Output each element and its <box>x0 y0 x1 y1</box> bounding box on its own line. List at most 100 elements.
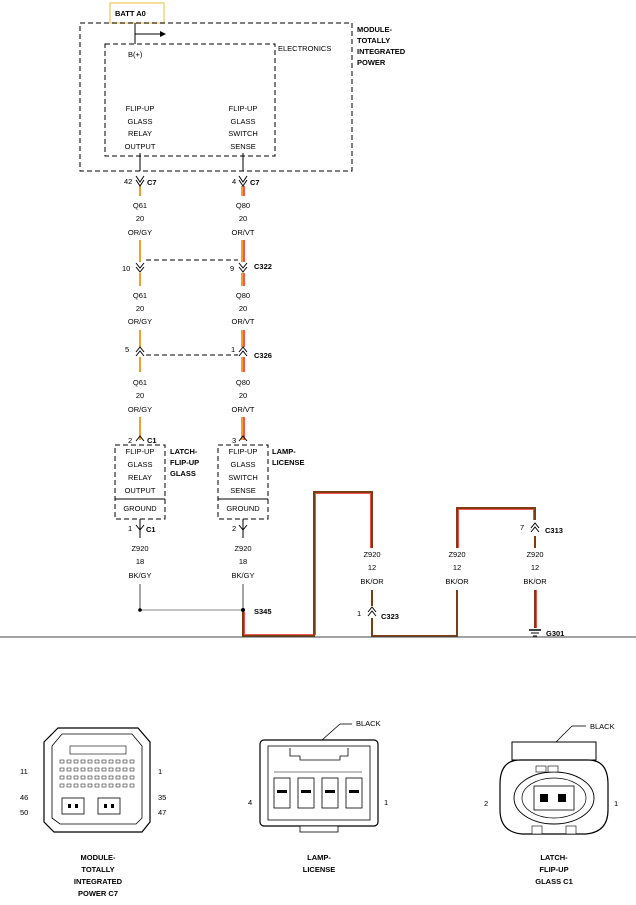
z920-12-b-1: Z920 <box>448 550 465 559</box>
module-label-2: TOTALLY <box>357 36 390 45</box>
c322-right-pin: 9 <box>230 264 234 273</box>
tipm-pin-47: 47 <box>158 808 166 817</box>
tipm-c7-connector-view <box>43 727 151 833</box>
q61-label-3a: Q61 <box>133 378 147 387</box>
latch-conn-pin-1: 1 <box>614 799 618 808</box>
q80-label-3c: OR/VT <box>232 405 255 414</box>
c326-left-connector <box>135 346 145 357</box>
c313-pin: 7 <box>520 523 524 532</box>
tipm-pin-11: 11 <box>20 767 28 776</box>
z920-12-c-3: BK/OR <box>523 577 547 586</box>
latch-top-conn: C1 <box>147 436 157 445</box>
q80-label-2b: 20 <box>239 304 247 313</box>
q61-label-1b: 20 <box>136 214 144 223</box>
splice-dot-left <box>138 608 142 612</box>
c326-right-connector <box>238 346 248 357</box>
lamp-top-connector <box>238 435 248 442</box>
tipm-pin-50: 50 <box>20 808 28 817</box>
c7-right-pin: 4 <box>232 177 236 186</box>
tipm-module-box <box>79 22 353 172</box>
lamp-caption-2: LICENSE <box>303 865 336 874</box>
z920-12-a-3: BK/OR <box>360 577 384 586</box>
c313-conn: C313 <box>545 526 563 535</box>
z920-12-b-3: BK/OR <box>445 577 469 586</box>
switch-sense-1: FLIP-UP <box>229 104 258 113</box>
c326-left-pin: 5 <box>125 345 129 354</box>
switch-sense-2: GLASS <box>230 117 255 126</box>
tipm-caption-1: MODULE- <box>81 853 116 862</box>
lamp-conn-pin-4: 4 <box>248 798 252 807</box>
latch-bottom-pin: 1 <box>128 524 132 533</box>
c313-connector <box>530 522 540 533</box>
q80-label-2c: OR/VT <box>232 317 255 326</box>
lamp-label-2: LICENSE <box>272 458 305 467</box>
latch-inner-2: GLASS <box>127 460 152 469</box>
lamp-inner-2: GLASS <box>230 460 255 469</box>
q80-label-3b: 20 <box>239 391 247 400</box>
z920-18-right-b: 18 <box>239 557 247 566</box>
q80-label-1b: 20 <box>239 214 247 223</box>
lamp-bottom-pin: 2 <box>232 524 236 533</box>
latch-top-pin: 2 <box>128 436 132 445</box>
q80-label-1c: OR/VT <box>232 228 255 237</box>
module-label-3: INTEGRATED <box>357 47 406 56</box>
lamp-ground: GROUND <box>226 504 260 513</box>
c323-pin: 1 <box>357 609 361 618</box>
relay-output-4: OUTPUT <box>125 142 156 151</box>
latch-c1-connector-view <box>499 725 609 835</box>
q61-label-1a: Q61 <box>133 201 147 210</box>
c326-conn: C326 <box>254 351 272 360</box>
bplus-label: B(+) <box>128 50 143 59</box>
tipm-pin-46: 46 <box>20 793 28 802</box>
q80-label-3a: Q80 <box>236 378 250 387</box>
tipm-pin-1: 1 <box>158 767 162 776</box>
lamp-top-pin: 3 <box>232 436 236 445</box>
z920-18-right-c: BK/GY <box>232 571 255 580</box>
s345-splice-dot <box>241 608 245 612</box>
latch-inner-4: OUTPUT <box>125 486 156 495</box>
relay-output-1: FLIP-UP <box>126 104 155 113</box>
z920-12-a-2: 12 <box>368 563 376 572</box>
c322-left-connector <box>135 262 145 273</box>
lamp-license-connector-view <box>259 723 379 833</box>
q61-label-2b: 20 <box>136 304 144 313</box>
q61-label-2a: Q61 <box>133 291 147 300</box>
wire-q80 <box>241 186 245 440</box>
c322-left-pin: 10 <box>122 264 130 273</box>
latch-bottom-conn: C1 <box>146 525 156 534</box>
z920-18-left-b: 18 <box>136 557 144 566</box>
z920-12-b-2: 12 <box>453 563 461 572</box>
lamp-inner-3: SWITCH <box>228 473 258 482</box>
lamp-inner-4: SENSE <box>230 486 255 495</box>
switch-sense-3: SWITCH <box>228 129 258 138</box>
relay-output-3: RELAY <box>128 129 152 138</box>
c7-left-pin: 42 <box>124 177 132 186</box>
latch-conn-pin-2: 2 <box>484 799 488 808</box>
lamp-label-1: LAMP- <box>272 447 296 456</box>
latch-label-1: LATCH- <box>170 447 198 456</box>
s345-label: S345 <box>254 607 272 616</box>
z920-18-left-c: BK/GY <box>129 571 152 580</box>
c326-right-pin: 1 <box>231 345 235 354</box>
z920-12-c-1: Z920 <box>526 550 543 559</box>
module-label-4: POWER <box>357 58 386 67</box>
c7-right-conn: C7 <box>250 178 260 187</box>
z920-18-left-a: Z920 <box>131 544 148 553</box>
latch-label-2: FLIP-UP <box>170 458 199 467</box>
latch-caption-1: LATCH- <box>540 853 568 862</box>
batt-a0-label: BATT A0 <box>115 9 146 18</box>
ground-icon <box>529 629 541 637</box>
latch-inner-3: RELAY <box>128 473 152 482</box>
c322-conn: C322 <box>254 262 272 271</box>
q61-label-2c: OR/GY <box>128 317 152 326</box>
tipm-caption-4: POWER C7 <box>78 889 118 898</box>
z920-12-a-1: Z920 <box>363 550 380 559</box>
latch-inner-1: FLIP-UP <box>126 447 155 456</box>
c7-left-conn: C7 <box>147 178 157 187</box>
c7-right-connector <box>238 175 248 187</box>
lamp-black-label: BLACK <box>356 719 381 728</box>
switch-sense-4: SENSE <box>230 142 255 151</box>
c323-connector <box>367 606 377 617</box>
z920-12-c-2: 12 <box>531 563 539 572</box>
